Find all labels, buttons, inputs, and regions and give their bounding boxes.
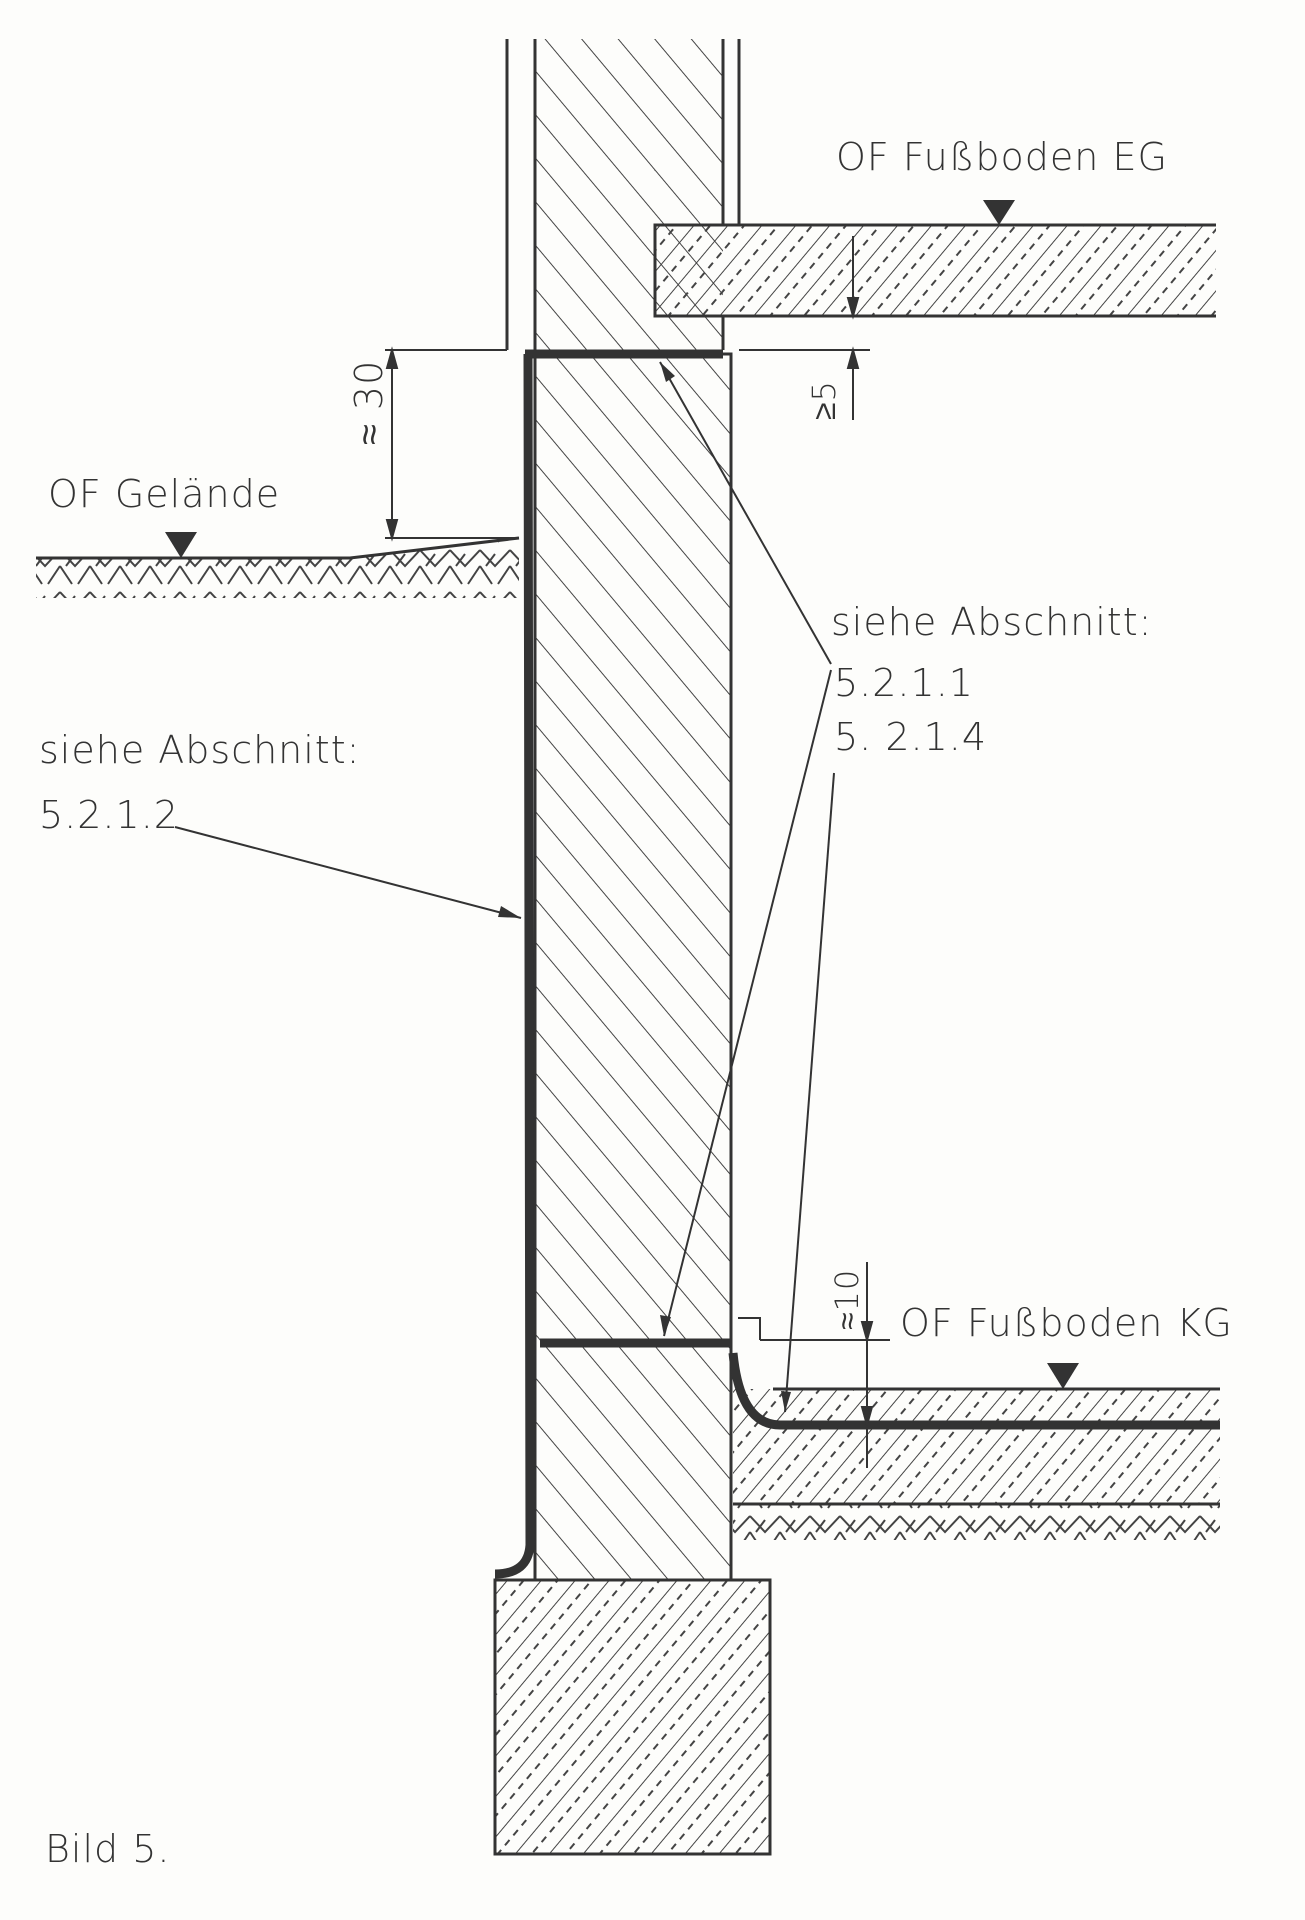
label-ref-5-2-1-1: 5.2.1.1 (834, 661, 974, 705)
foundation-footing (493, 1578, 772, 1856)
waterproofing (494, 349, 731, 1579)
label-floor-kg: OF Fußboden KG (900, 1301, 1233, 1345)
level-marker-kg-icon (1047, 1363, 1079, 1389)
label-see-section-right: siehe Abschnitt: (831, 600, 1152, 644)
ground-terrain (36, 536, 520, 598)
label-ref-5-2-1-2: 5.2.1.2 (39, 793, 179, 837)
dimension-slab-gap (739, 236, 870, 420)
label-see-section-left: siehe Abschnitt: (39, 728, 360, 772)
upper-wall (505, 39, 741, 350)
kg-floor (728, 1317, 1220, 1540)
level-marker-ground-icon (165, 532, 197, 558)
dimension-slab-gap-label: ≥5 (805, 380, 843, 420)
label-ref-5-2-1-4: 5. 2.1.4 (834, 715, 987, 759)
figure-caption: Bild 5. (45, 1827, 170, 1871)
label-ground: OF Gelände (48, 472, 280, 516)
level-marker-eg-icon (983, 200, 1015, 225)
basement-wall (533, 352, 733, 1582)
label-floor-eg: OF Fußboden EG (836, 135, 1168, 179)
dimension-kg-step (760, 1262, 890, 1468)
dimension-kg-step-label: ≈10 (828, 1269, 866, 1330)
leader-lines (174, 361, 835, 1413)
leader-arrowheads (498, 362, 791, 1412)
eg-floor-slab (653, 222, 1236, 320)
dimension-plinth-label: ≈ 30 (347, 360, 391, 445)
dimension-plinth (385, 346, 519, 542)
